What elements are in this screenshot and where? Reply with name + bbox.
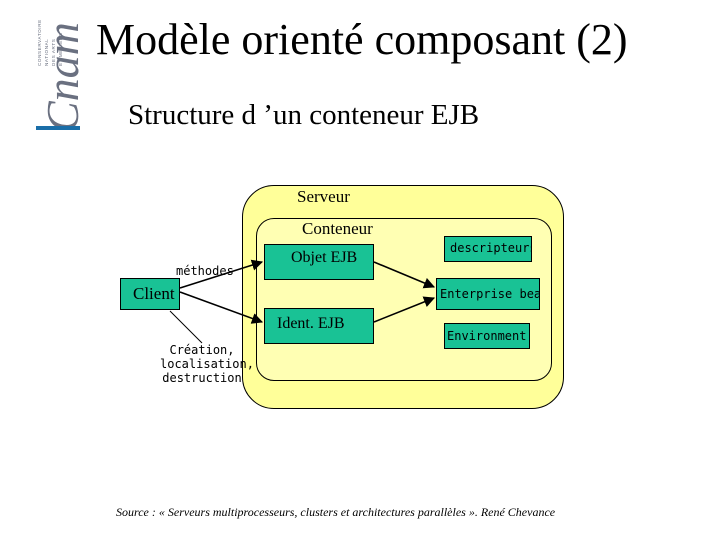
server-label: Serveur xyxy=(297,187,350,206)
logo-line-4: ET MÉTIERS xyxy=(57,33,63,66)
ident-ejb-box: Ident. EJB xyxy=(264,308,374,344)
logo-line-1: CONSERVATOIRE xyxy=(37,19,42,66)
creation-line-3: destruction xyxy=(162,371,242,385)
objet-ejb-box: Objet EJB xyxy=(264,244,374,280)
logo-accent-bar xyxy=(36,126,80,130)
creation-line-2: localisation, xyxy=(160,357,254,371)
descripteurs-box: descripteurs xyxy=(444,236,532,262)
enterprise-bean-box: Enterprise bean xyxy=(436,278,540,310)
container-label: Conteneur xyxy=(302,219,373,238)
slide-title: Modèle orienté composant (2) xyxy=(96,15,628,64)
line-creation-to-client xyxy=(169,310,203,344)
client-box: Client xyxy=(120,278,180,310)
creation-line-1: Création, xyxy=(169,343,235,357)
creation-label: Création, localisation, destruction xyxy=(160,343,254,385)
environment-box: Environment xyxy=(444,323,530,349)
slide-subtitle: Structure d ’un conteneur EJB xyxy=(128,99,480,131)
logo-letters: Cnam xyxy=(37,22,88,132)
source-citation: Source : « Serveurs multiprocesseurs, cl… xyxy=(116,505,556,519)
logo-line-2: NATIONAL xyxy=(44,39,49,66)
methodes-label: méthodes xyxy=(176,264,234,278)
logo-line-3: DES ARTS xyxy=(51,39,56,66)
cnam-logo: Cnam CONSERVATOIRE NATIONAL DES ARTS ET … xyxy=(36,19,88,132)
